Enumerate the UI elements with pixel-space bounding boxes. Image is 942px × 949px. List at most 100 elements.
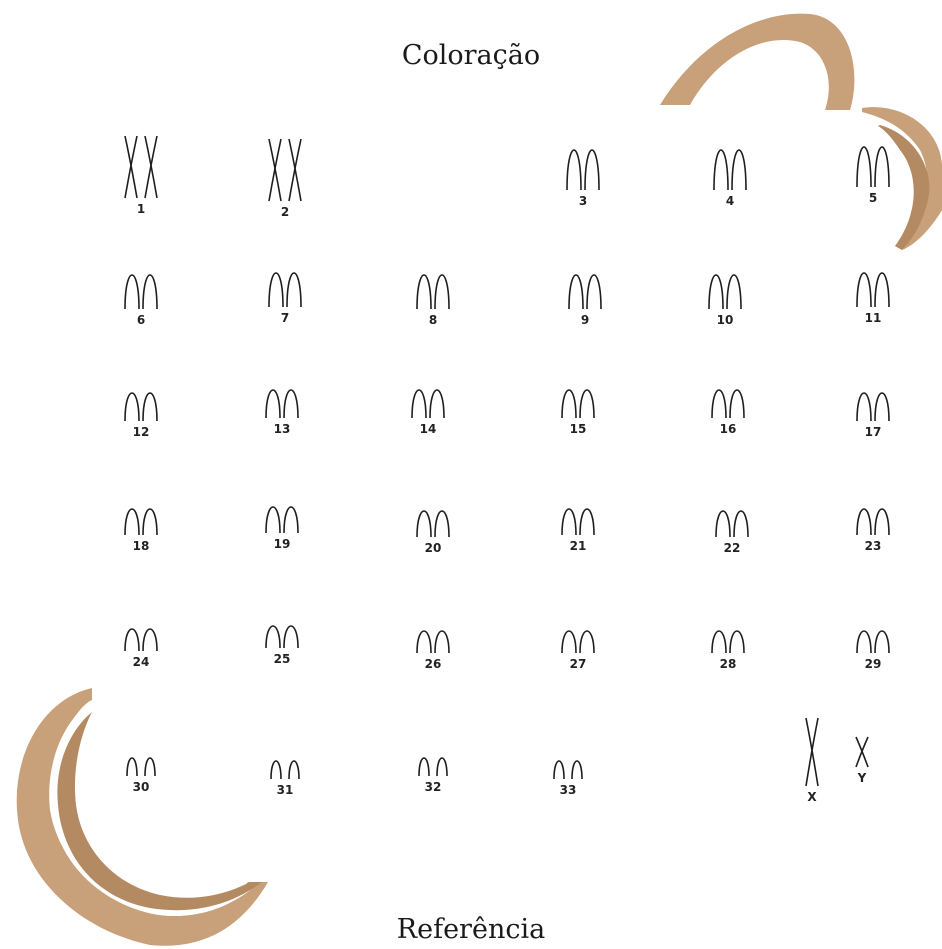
chromatid-arm: [436, 757, 448, 777]
chromosome-number-label: 31: [276, 783, 294, 797]
chromatid-arm: [265, 625, 281, 649]
chromatid-arm: [561, 389, 577, 419]
chromosome-number-label: 14: [419, 422, 437, 436]
chromatid-arm: [713, 149, 729, 191]
chromosome-24: 24: [96, 628, 186, 669]
chromosome-15: 15: [533, 389, 623, 436]
chromosome-drawing: [568, 274, 602, 310]
chromatid-arm: [856, 146, 872, 188]
chromatid-arm: [434, 510, 450, 538]
chromosome-drawing: [124, 508, 158, 536]
chromosome-drawing: [124, 135, 158, 199]
chromatid-arm: [874, 508, 890, 536]
chromosome-drawing: [708, 274, 742, 310]
chromatid-arm: [124, 274, 140, 310]
chromatid-arm: [416, 510, 432, 538]
chromosome-drawing: [268, 272, 302, 308]
chromatid-arm: [553, 760, 565, 780]
chromatid-arm: [579, 389, 595, 419]
chromosome-drawing: [124, 392, 158, 422]
chromosome-number-label: 25: [273, 652, 291, 666]
chromatid-arm: [874, 272, 890, 308]
chromosome-drawing: [268, 138, 302, 202]
chromatid-arm: [144, 135, 158, 199]
chromosome-x: X: [790, 717, 834, 804]
chromosome-number-label: 20: [424, 541, 442, 555]
chromosome-22: 22: [687, 510, 777, 555]
chromosome-drawing: [270, 760, 300, 780]
chromatid-arm: [584, 149, 600, 191]
chromatid-arm: [418, 757, 430, 777]
chromosome-y: Y: [840, 736, 884, 785]
chromosome-number-label: 28: [719, 657, 737, 671]
chromosome-number-label: 8: [428, 313, 438, 327]
chromatid-arm: [568, 274, 584, 310]
chromosome-number-label: 21: [569, 539, 587, 553]
chromatid-arm: [579, 630, 595, 654]
chromatid-arm: [729, 630, 745, 654]
chromosome-32: 32: [388, 757, 478, 794]
chromosome-9: 9: [540, 274, 630, 327]
chromosome-number-label: 5: [868, 191, 878, 205]
chromatid-arm: [708, 274, 724, 310]
chromosome-drawing: [418, 757, 448, 777]
chromosome-drawing: [856, 272, 890, 308]
chromosome-number-label: 4: [725, 194, 735, 208]
chromosome-number-label: 33: [559, 783, 577, 797]
chromosome-drawing: [715, 510, 749, 538]
chromosome-11: 11: [828, 272, 918, 325]
chromosome-number-label: 7: [280, 311, 290, 325]
chromosome-drawing: [856, 146, 890, 188]
chromatid-arm: [856, 392, 872, 422]
chromosome-6: 6: [96, 274, 186, 327]
chromatid-arm: [416, 630, 432, 654]
chromosome-drawing: [553, 760, 583, 780]
chromosome-14: 14: [383, 389, 473, 436]
chromatid-arm: [124, 392, 140, 422]
chromosome-number-label: 13: [273, 422, 291, 436]
chromatid-arm: [733, 510, 749, 538]
chromatid-arm: [142, 274, 158, 310]
chromosome-13: 13: [237, 389, 327, 436]
chromosome-28: 28: [683, 630, 773, 671]
chromosome-drawing: [856, 508, 890, 536]
chromatid-arm: [805, 717, 819, 787]
chromosome-drawing: [711, 630, 745, 654]
chromosome-19: 19: [237, 506, 327, 551]
chromatid-arm: [586, 274, 602, 310]
chromosome-drawing: [265, 389, 299, 419]
chromosome-drawing: [856, 392, 890, 422]
chromatid-arm: [268, 138, 282, 202]
chromatid-arm: [571, 760, 583, 780]
chromosome-drawing: [713, 149, 747, 191]
chromosome-25: 25: [237, 625, 327, 666]
chromatid-arm: [142, 628, 158, 652]
chromosome-33: 33: [523, 760, 613, 797]
chromosome-drawing: [126, 757, 156, 777]
chromosome-drawing: [856, 630, 890, 654]
chromosome-drawing: [416, 630, 450, 654]
chromatid-arm: [411, 389, 427, 419]
chromosome-number-label: 30: [132, 780, 150, 794]
chromosome-7: 7: [240, 272, 330, 325]
chromosome-number-label: 29: [864, 657, 882, 671]
chromatid-arm: [856, 508, 872, 536]
chromosome-number-label: 16: [719, 422, 737, 436]
chromosome-3: 3: [538, 149, 628, 208]
chromosome-drawing: [265, 506, 299, 534]
chromosome-2: 2: [240, 138, 330, 219]
chromosome-number-label: 26: [424, 657, 442, 671]
chromosome-number-label: 15: [569, 422, 587, 436]
chromosome-number-label: 23: [864, 539, 882, 553]
chromatid-arm: [855, 736, 869, 768]
chromatid-arm: [729, 389, 745, 419]
chromosome-8: 8: [388, 274, 478, 327]
chromatid-arm: [711, 630, 727, 654]
chromosome-5: 5: [828, 146, 918, 205]
chromosome-number-label: 9: [580, 313, 590, 327]
chromatid-arm: [874, 146, 890, 188]
chromosome-drawing: [416, 274, 450, 310]
chromosome-number-label: 24: [132, 655, 150, 669]
chromosome-number-label: 22: [723, 541, 741, 555]
chromosome-drawing: [561, 630, 595, 654]
